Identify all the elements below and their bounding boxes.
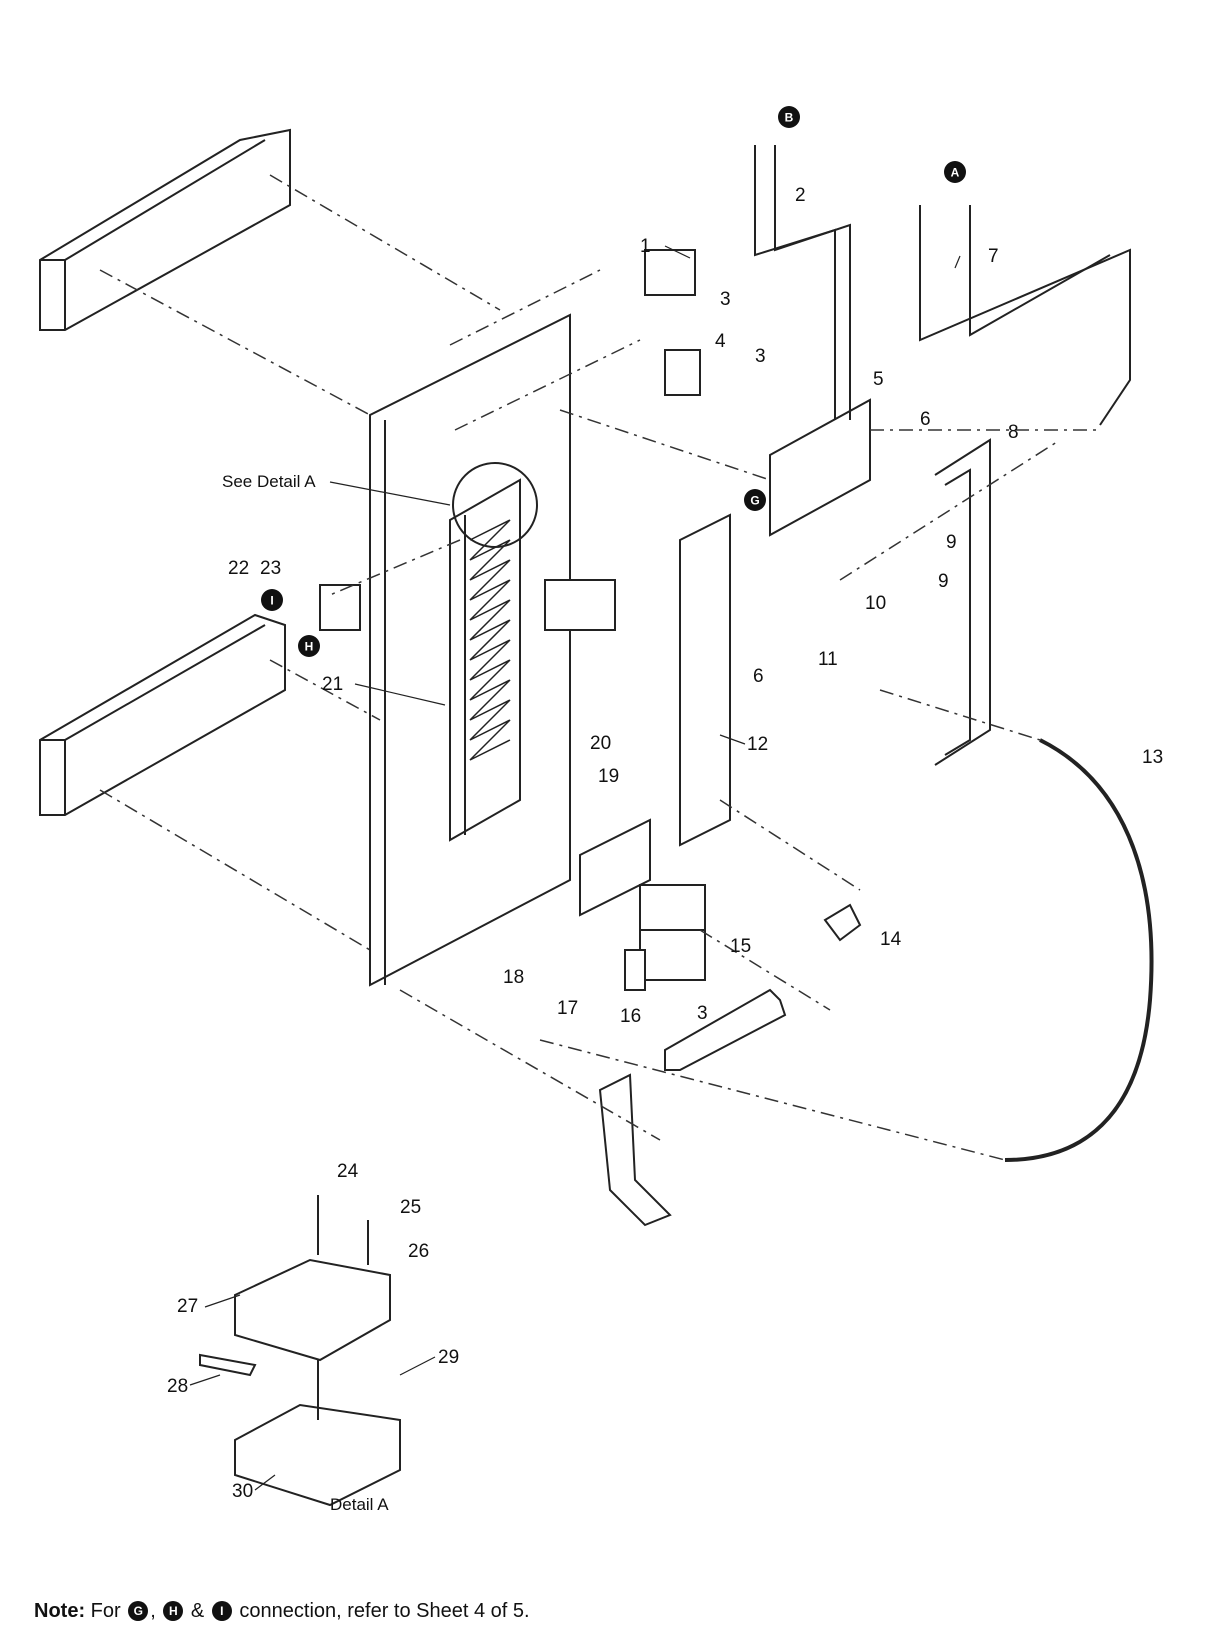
part-label: 3 (697, 1003, 708, 1024)
block-15-16 (624, 884, 706, 991)
note-prefix: Note: (34, 1600, 86, 1622)
part-label: 9 (946, 532, 957, 553)
connector-badge-h: H (305, 640, 314, 654)
part-label: 14 (880, 929, 902, 950)
part-label: 2 (795, 185, 806, 206)
ground-cable-13 (1004, 738, 1154, 1162)
part-label: 12 (747, 734, 768, 755)
part-label: 26 (408, 1241, 429, 1262)
bracket-upper-left (39, 128, 291, 331)
part-label: 9 (938, 571, 949, 592)
component-4 (664, 349, 701, 396)
part-label: 11 (818, 649, 838, 670)
part-label: 27 (177, 1296, 198, 1317)
part-label: 29 (438, 1347, 459, 1368)
board-lower (579, 818, 651, 917)
connector-badge-a: A (951, 166, 960, 180)
part-label: 15 (730, 936, 751, 957)
connector-badge-i: I (270, 594, 273, 608)
connector-badge-g: G (750, 494, 759, 508)
part-label: 17 (557, 998, 578, 1019)
part-label: 21 (322, 674, 343, 695)
see-detail-label: See Detail A (222, 472, 316, 491)
part-label: 6 (920, 409, 931, 430)
alignment-lines (99, 174, 1100, 1161)
note-for: For (90, 1600, 121, 1622)
note-comma: , (150, 1600, 156, 1622)
part-label: 8 (1008, 422, 1019, 443)
part-label: 7 (988, 246, 999, 267)
component-block (544, 579, 616, 631)
part-label: 18 (503, 967, 524, 988)
component-1 (644, 249, 696, 296)
component-22-23 (319, 584, 361, 631)
connector-badges: B A G H I (261, 106, 966, 657)
board-5 (769, 398, 871, 537)
bracket-lower-right (664, 988, 787, 1071)
part-label: 23 (260, 558, 281, 579)
part-label: 4 (715, 331, 726, 352)
ribbon-cable-8 (934, 438, 991, 766)
detail-caption: Detail A (330, 1495, 389, 1514)
note-amp: & (190, 1600, 205, 1622)
part-label: 28 (167, 1376, 188, 1397)
connector-badge-b: B (785, 111, 794, 125)
part-label: 30 (232, 1481, 253, 1502)
part-label: 24 (337, 1161, 359, 1182)
part-label: 19 (598, 766, 619, 787)
part-label: 1 (640, 236, 651, 257)
ribbon-cable-7 (919, 205, 1131, 426)
part-label: 3 (720, 289, 731, 310)
note-badge-g: G (128, 1601, 149, 1621)
bracket-bottom (598, 1073, 672, 1227)
footnote: Note: For G, H & I connection, refer to … (34, 1600, 530, 1623)
note-text: connection, refer to Sheet 4 of 5. (239, 1600, 530, 1622)
note-badge-i: I (211, 1601, 232, 1621)
clip-14 (823, 903, 862, 942)
part-label: 10 (865, 593, 886, 614)
note-badge-h: H (163, 1601, 184, 1621)
detail-a-assembly (199, 1195, 401, 1507)
part-label: 6 (753, 666, 764, 687)
part-label: 5 (873, 369, 884, 390)
part-label: 16 (620, 1006, 641, 1027)
board-12 (679, 513, 731, 847)
part-label: 13 (1142, 747, 1163, 768)
part-label: 25 (400, 1197, 421, 1218)
ribbon-cable-2 (754, 145, 851, 420)
leader-lines (189, 245, 961, 1491)
bracket-lower-left (39, 613, 286, 816)
part-label: 3 (755, 346, 766, 367)
part-label: 22 (228, 558, 249, 579)
part-label: 20 (590, 733, 611, 754)
heatsink-rail (449, 462, 538, 842)
